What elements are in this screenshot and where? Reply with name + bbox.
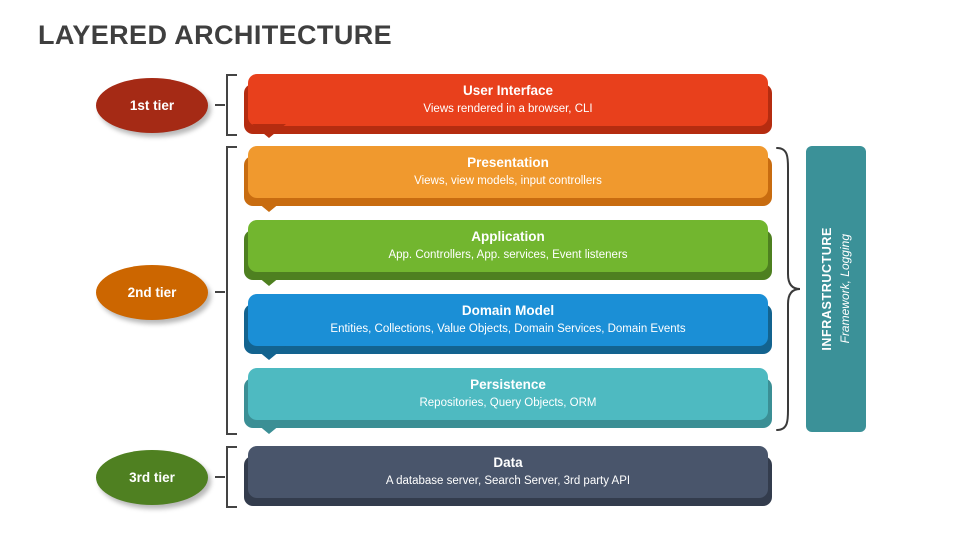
tier-badge-2nd[interactable]: 2nd tier [96, 265, 208, 320]
layer-subtitle: Views rendered in a browser, CLI [423, 103, 593, 116]
tier-badge-3rd[interactable]: 3rd tier [96, 450, 208, 505]
layer-title: Data [493, 455, 523, 471]
bracket-tick-1 [215, 104, 225, 106]
bracket-tick-2 [215, 291, 225, 293]
bracket-tick-3 [215, 476, 225, 478]
layer-persistence[interactable]: Persistence Repositories, Query Objects,… [240, 368, 772, 428]
bracket-tier-2 [226, 146, 237, 435]
layer-presentation[interactable]: Presentation Views, view models, input c… [240, 146, 772, 206]
connector-chevron-1 [252, 124, 286, 138]
layer-title: Application [471, 229, 545, 245]
connector-chevron-3 [252, 272, 286, 286]
infrastructure-title: INFRASTRUCTURE [820, 227, 834, 351]
bracket-tier-1 [226, 74, 237, 136]
layer-title: User Interface [462, 83, 554, 99]
bracket-tier-3 [226, 446, 237, 508]
layer-subtitle: A database server, Search Server, 3rd pa… [385, 475, 631, 488]
infrastructure-panel[interactable]: INFRASTRUCTURE Framework, Logging [806, 146, 866, 432]
tier-badge-label: 3rd tier [129, 470, 175, 485]
connector-chevron-2 [252, 198, 286, 212]
layer-face: Persistence Repositories, Query Objects,… [248, 368, 768, 420]
infrastructure-subtitle: Framework, Logging [838, 234, 852, 344]
tier-badge-1st[interactable]: 1st tier [96, 78, 208, 133]
layer-face: Application App. Controllers, App. servi… [248, 220, 768, 272]
layer-data[interactable]: Data A database server, Search Server, 3… [240, 446, 772, 506]
layer-subtitle: Entities, Collections, Value Objects, Do… [330, 323, 686, 336]
layer-face: Domain Model Entities, Collections, Valu… [248, 294, 768, 346]
page-title: LAYERED ARCHITECTURE [38, 20, 393, 50]
tier-badge-label: 2nd tier [127, 285, 177, 300]
layer-title: Persistence [470, 377, 546, 393]
layer-subtitle: Repositories, Query Objects, ORM [419, 397, 597, 410]
layer-face: User Interface Views rendered in a brows… [248, 74, 768, 126]
layer-subtitle: App. Controllers, App. services, Event l… [388, 249, 628, 262]
layer-application[interactable]: Application App. Controllers, App. servi… [240, 220, 772, 280]
layer-face: Data A database server, Search Server, 3… [248, 446, 768, 498]
layer-user-interface[interactable]: User Interface Views rendered in a brows… [240, 74, 772, 134]
layer-face: Presentation Views, view models, input c… [248, 146, 768, 198]
layer-title: Presentation [467, 155, 549, 171]
layer-domain-model[interactable]: Domain Model Entities, Collections, Valu… [240, 294, 772, 354]
layer-subtitle: Views, view models, input controllers [414, 175, 602, 188]
layer-title: Domain Model [461, 303, 555, 319]
connector-chevron-4 [252, 346, 286, 360]
connector-chevron-5 [252, 420, 286, 434]
curly-brace-icon [776, 147, 801, 431]
tier-badge-label: 1st tier [129, 98, 175, 113]
